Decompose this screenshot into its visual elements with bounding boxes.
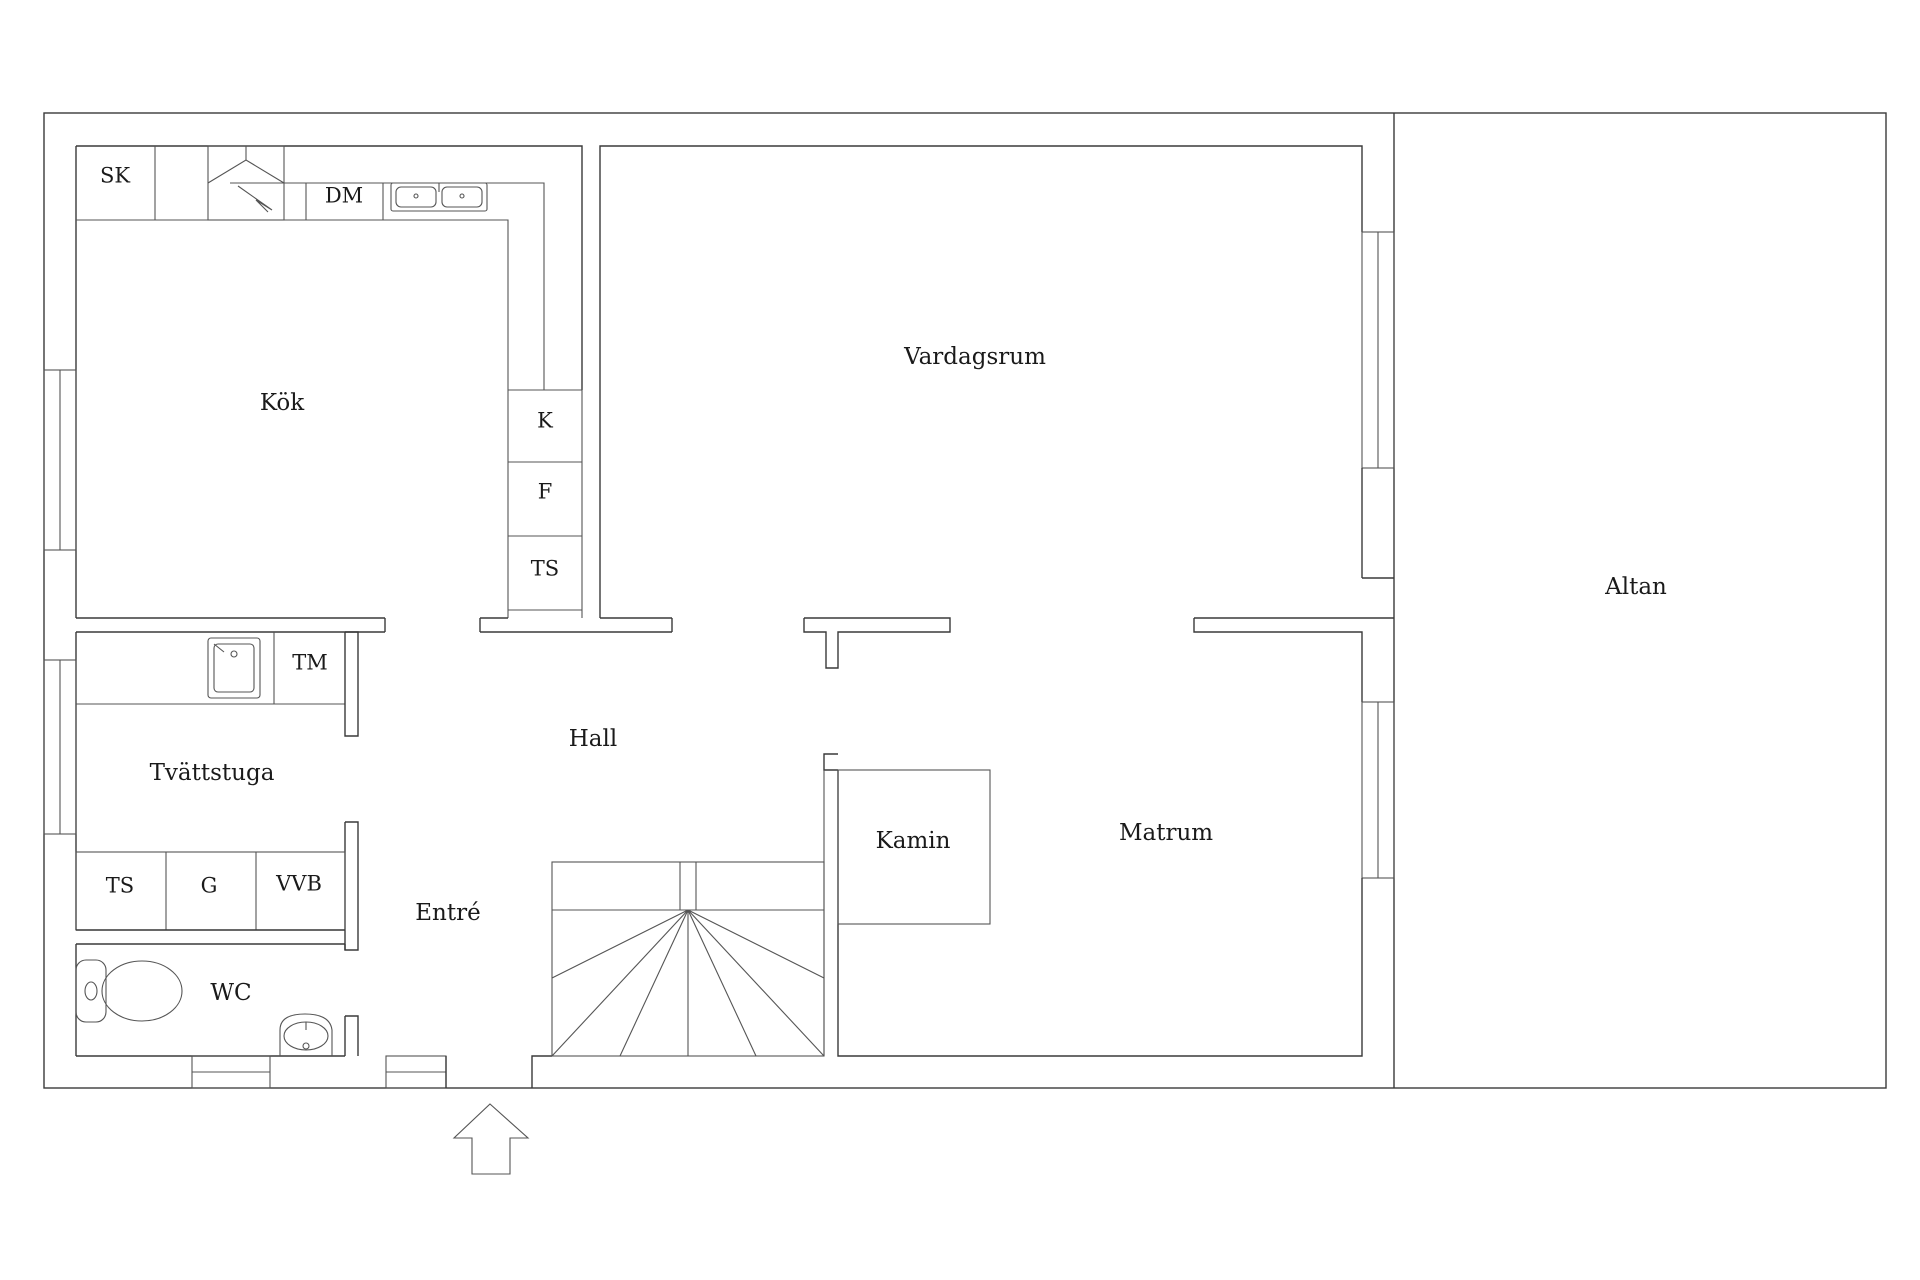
- range-hood-icon: [207, 145, 285, 221]
- toilet-icon: [75, 959, 183, 1023]
- wc-walls: [75, 944, 359, 1089]
- room-label-altan: Altan: [1604, 574, 1667, 600]
- laundry-walls: [43, 631, 359, 951]
- fixture-label-k: K: [537, 409, 553, 433]
- dining-room-walls: [823, 701, 1395, 1057]
- fixture-label-ts-kitchen: TS: [531, 557, 559, 581]
- double-sink-icon: [390, 182, 488, 212]
- washbasin-icon: [279, 1013, 333, 1056]
- fixture-label-sk: SK: [100, 164, 130, 188]
- utility-sink-icon: [207, 637, 261, 699]
- staircase-icon: [551, 770, 825, 1057]
- room-label-vardagsrum: Vardagsrum: [903, 344, 1046, 370]
- entrance-arrow-icon: [452, 1103, 530, 1175]
- room-label-entre: Entré: [415, 900, 480, 926]
- entrance-walls: [385, 1055, 552, 1089]
- room-label-matrum: Matrum: [1119, 820, 1213, 846]
- fixture-label-vvb: VVB: [275, 872, 322, 896]
- room-label-kamin: Kamin: [876, 828, 951, 854]
- fixture-label-ts-laundry: TS: [106, 874, 134, 898]
- fixture-label-g: G: [201, 874, 218, 898]
- room-label-hall: Hall: [569, 726, 617, 752]
- room-label-tvattstuga: Tvättstuga: [150, 760, 275, 786]
- outer-walls: [43, 112, 1887, 1089]
- living-room-walls: [479, 145, 1395, 702]
- room-label-kok: Kök: [260, 390, 305, 416]
- fixture-label-tm: TM: [292, 651, 328, 675]
- kitchen-walls: [43, 145, 583, 633]
- fixture-label-dm: DM: [325, 184, 363, 208]
- room-label-wc: WC: [210, 980, 251, 1006]
- fireplace: [837, 769, 991, 925]
- fixture-label-f: F: [538, 480, 553, 504]
